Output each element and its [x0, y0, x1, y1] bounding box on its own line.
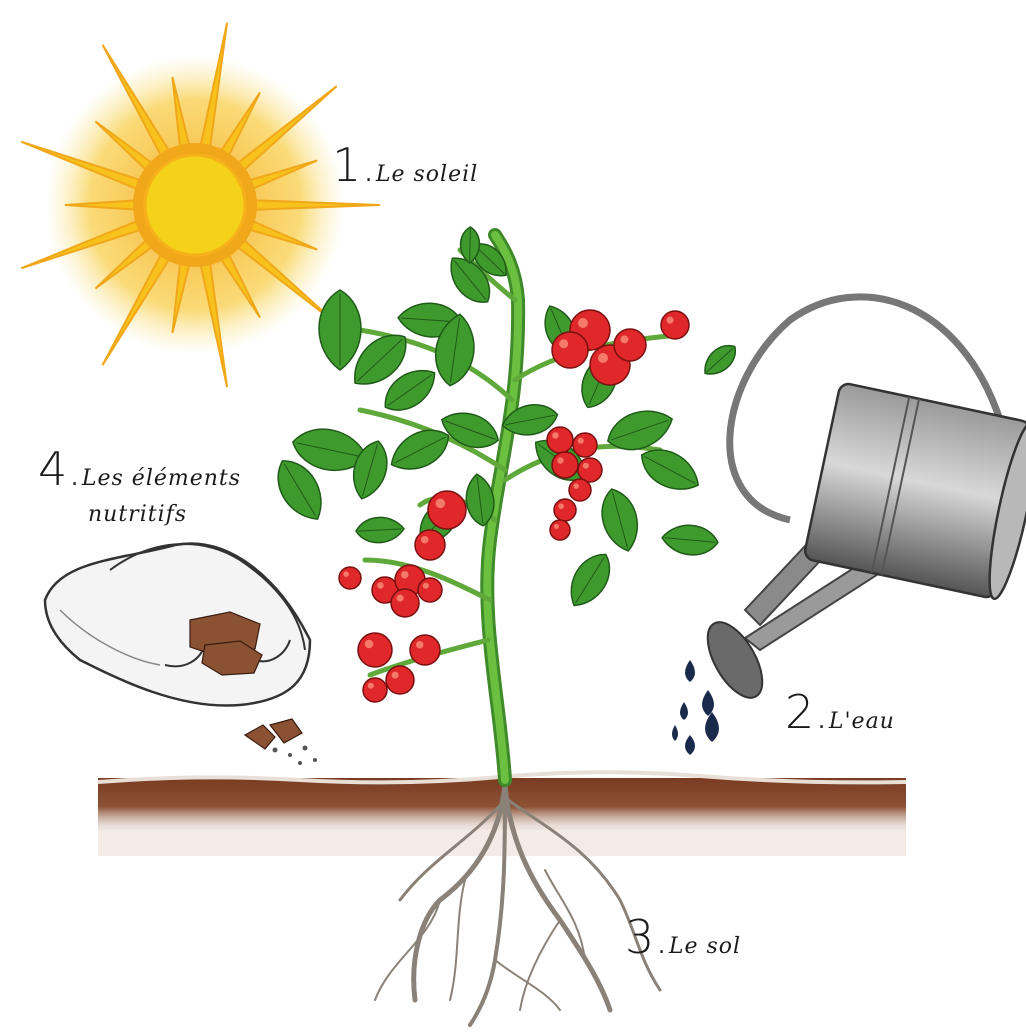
tomato-highlight [377, 582, 384, 589]
tomato-highlight [559, 339, 568, 348]
tomato-fruit [391, 589, 419, 617]
label-water-number: 2. [785, 685, 829, 739]
tomato-fruit [363, 678, 387, 702]
label-nutrients-number: 4. [38, 442, 82, 496]
tomato-highlight [368, 683, 374, 689]
tomato-plant [267, 227, 742, 780]
label-nutrients-text: Les éléments [82, 466, 241, 491]
water-drops-icon [672, 660, 719, 755]
label-water: 2.L'eau [785, 685, 895, 739]
tomato-highlight [573, 483, 579, 489]
leaf-vein [470, 229, 471, 261]
tomato-highlight [554, 524, 559, 529]
tomato-fruit [552, 452, 578, 478]
tomato-highlight [557, 457, 564, 464]
tomato-fruit [358, 633, 392, 667]
sun-ray [250, 200, 380, 210]
label-nutrients: 4.Les éléments [38, 442, 241, 496]
tomato-highlight [416, 641, 424, 649]
label-sun-text: Le soleil [376, 162, 478, 187]
tomato-fruit [569, 479, 591, 501]
tomato-fruit [418, 578, 442, 602]
tomato-highlight [401, 571, 409, 579]
tomato-highlight [578, 318, 588, 328]
tomato-fruit [415, 530, 445, 560]
label-nutrients-text2: nutritifs [88, 502, 187, 527]
tomato-fruit [552, 332, 588, 368]
tomato-highlight [667, 317, 674, 324]
tomato-highlight [397, 595, 404, 602]
label-water-text: L'eau [829, 709, 895, 734]
tomato-highlight [365, 640, 374, 649]
hands-with-soil-illustration [45, 544, 317, 765]
tomato-highlight [578, 438, 584, 444]
tomato-highlight [552, 432, 559, 439]
tomato-fruit [410, 635, 440, 665]
label-sun: 1.Le soleil [332, 138, 478, 192]
tomato-highlight [423, 583, 429, 589]
label-soil-text: Le sol [669, 934, 741, 959]
tomato-highlight [558, 503, 564, 509]
tomato-fruit [550, 520, 570, 540]
tomato-fruit [428, 491, 466, 529]
tomato-fruit [547, 427, 573, 453]
tomato-fruit [573, 433, 597, 457]
tomato-fruit [661, 311, 689, 339]
label-nutrients-line2: nutritifs [88, 502, 187, 527]
label-soil: 3.Le sol [625, 910, 741, 964]
tomato-highlight [392, 672, 399, 679]
tomato-highlight [436, 499, 446, 509]
tomato-fruit [339, 567, 361, 589]
label-soil-number: 3. [625, 910, 669, 964]
label-sun-number: 1. [332, 138, 376, 192]
tomato-highlight [421, 536, 429, 544]
tomato-fruit [554, 499, 576, 521]
tomato-highlight [620, 335, 628, 343]
tomato-highlight [583, 463, 589, 469]
tomato-highlight [343, 571, 349, 577]
tomato-fruit [614, 329, 646, 361]
tomato-highlight [598, 353, 608, 363]
tomato-fruit [386, 666, 414, 694]
